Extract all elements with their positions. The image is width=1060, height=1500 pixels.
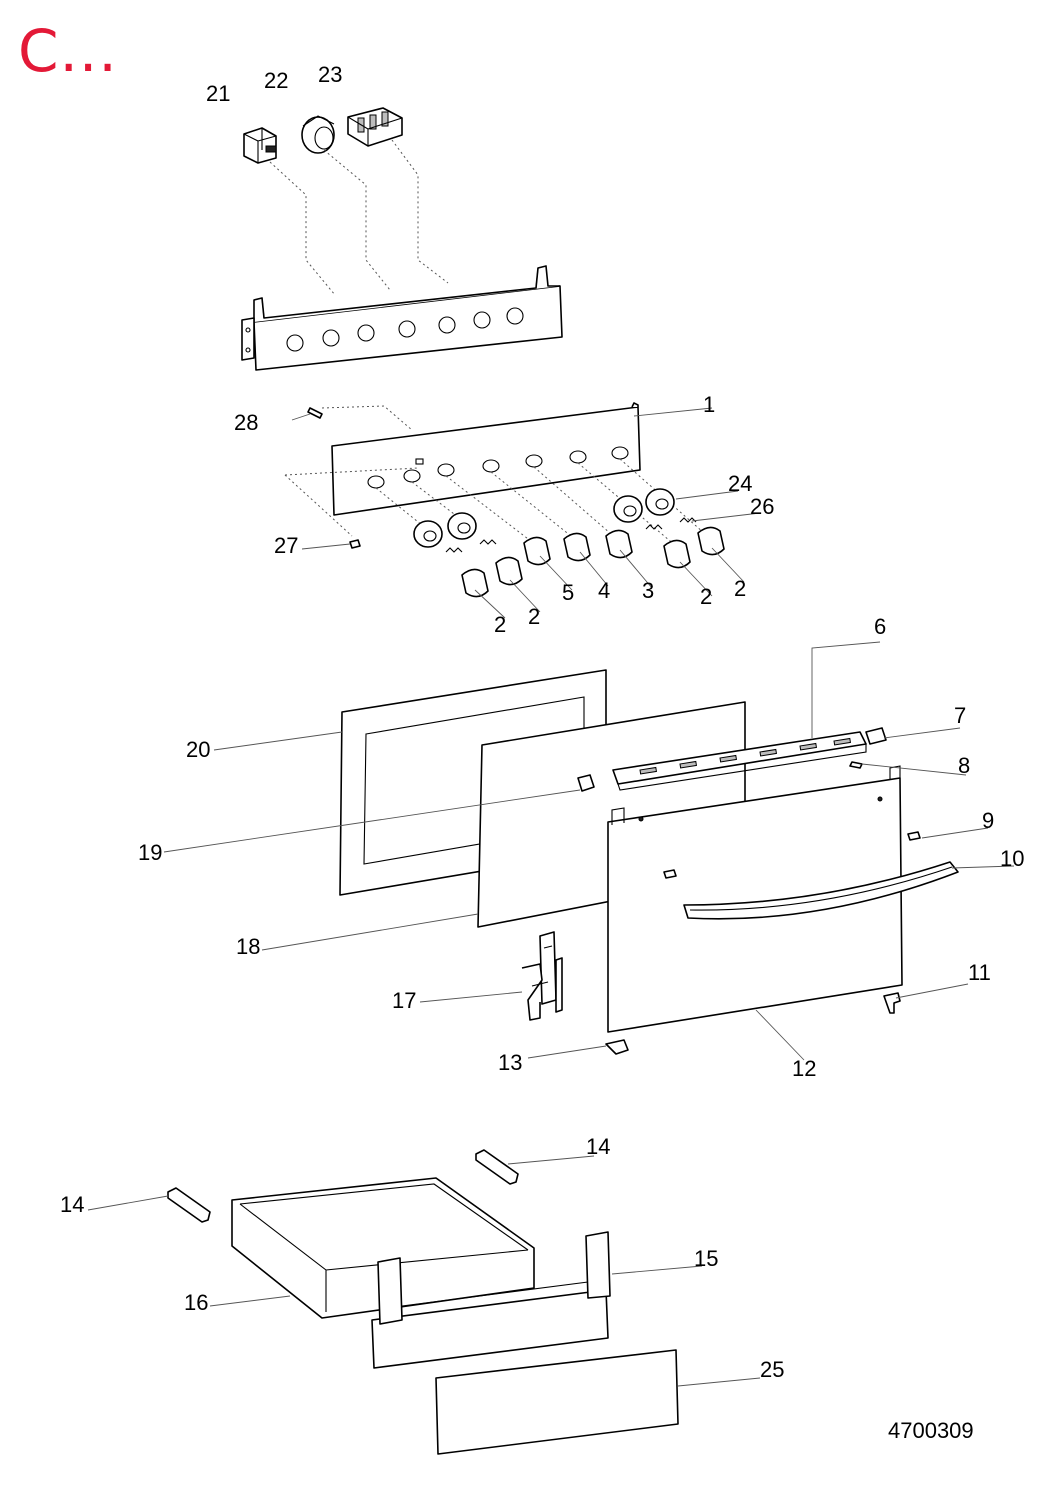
callout-23: 23 <box>318 62 342 87</box>
callout-21: 21 <box>206 81 230 106</box>
callout-16: 16 <box>184 1290 208 1315</box>
callout-6: 6 <box>874 614 886 639</box>
callout-labels: 1 2 2 2 2 2 3 4 5 6 7 8 9 10 11 12 13 14… <box>60 62 1024 1382</box>
top-trim-6 <box>612 731 867 791</box>
callout-27: 27 <box>274 533 298 558</box>
control-panel-1 <box>331 402 641 516</box>
callout-2a: 2 <box>494 612 506 637</box>
callout-22: 22 <box>264 68 288 93</box>
callout-24: 24 <box>728 471 752 496</box>
callout-14b: 14 <box>586 1134 610 1159</box>
hinge-17 <box>521 931 563 1021</box>
callout-5: 5 <box>562 580 574 605</box>
document-code: 4700309 <box>888 1418 974 1443</box>
callout-13: 13 <box>498 1050 522 1075</box>
callout-15: 15 <box>694 1246 718 1271</box>
callout-26: 26 <box>750 494 774 519</box>
drawer-front-15 <box>371 1231 611 1369</box>
clip-27 <box>349 539 361 549</box>
switch-21 <box>243 127 277 164</box>
callout-19: 19 <box>138 840 162 865</box>
callout-2c: 2 <box>700 584 712 609</box>
callout-3: 3 <box>642 578 654 603</box>
callout-17: 17 <box>392 988 416 1013</box>
callout-28: 28 <box>234 410 258 435</box>
drawer-panel-25 <box>435 1349 679 1455</box>
callout-14a: 14 <box>60 1192 84 1217</box>
control-bracket <box>241 265 563 371</box>
callout-4: 4 <box>598 578 610 603</box>
callout-20: 20 <box>186 737 210 762</box>
callout-9: 9 <box>982 808 994 833</box>
callout-1: 1 <box>703 392 715 417</box>
drawer-runners-14 <box>167 1149 519 1223</box>
page-title: C... <box>18 17 118 85</box>
callout-11: 11 <box>968 960 991 985</box>
callout-12: 12 <box>792 1056 816 1081</box>
control-knobs <box>461 526 725 598</box>
callout-7: 7 <box>954 703 966 728</box>
handle-10 <box>683 861 959 920</box>
callout-18: 18 <box>236 934 260 959</box>
lamp-22 <box>301 115 335 154</box>
clips-door <box>577 727 921 1055</box>
terminal-block-23 <box>347 107 403 147</box>
callout-2d: 2 <box>734 576 746 601</box>
drawer-tray-16 <box>231 1177 535 1319</box>
bezels-24 <box>413 488 675 548</box>
callout-8: 8 <box>958 753 970 778</box>
callout-2b: 2 <box>528 604 540 629</box>
callout-25: 25 <box>760 1357 784 1382</box>
pin-28 <box>307 407 323 419</box>
callout-10: 10 <box>1000 846 1024 871</box>
springs-26 <box>445 517 697 553</box>
